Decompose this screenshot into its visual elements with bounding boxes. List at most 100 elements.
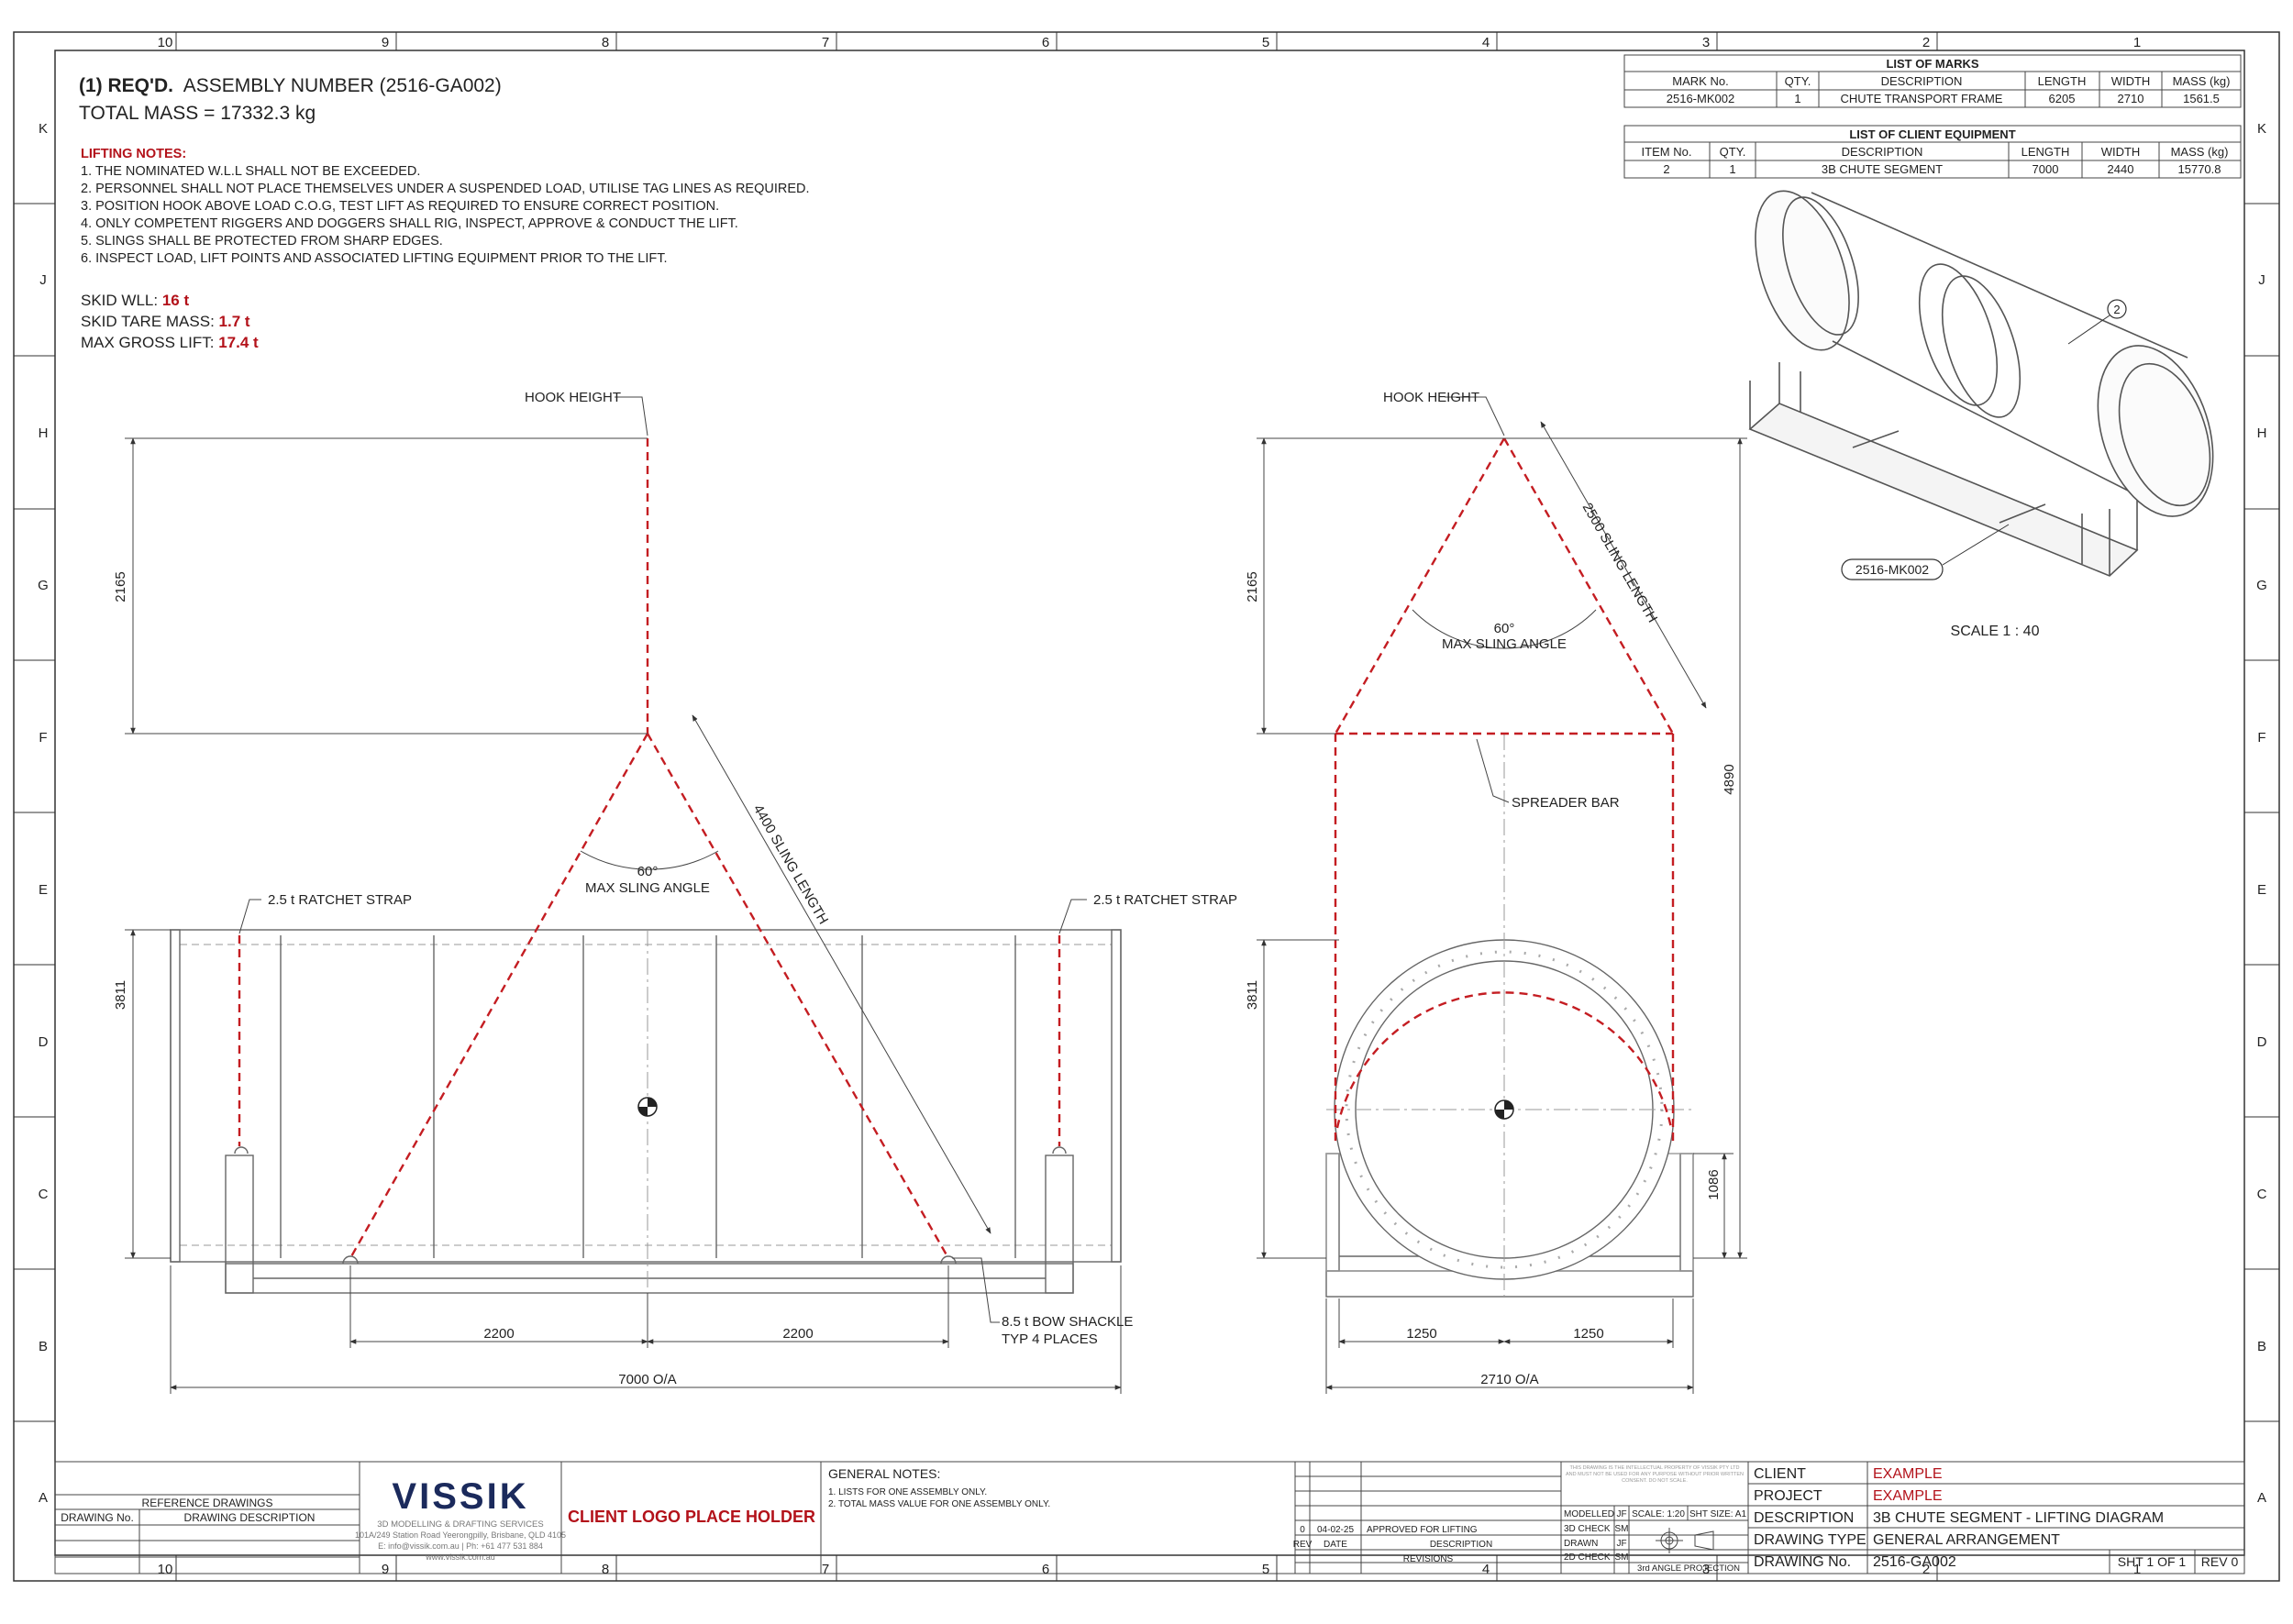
general-note: 1. LISTS FOR ONE ASSEMBLY ONLY. xyxy=(828,1487,987,1497)
marks-table-title: LIST OF MARKS xyxy=(1886,57,1978,71)
end-sling-angle: 60° xyxy=(1494,621,1515,636)
row-label-left: B xyxy=(39,1339,48,1354)
company-tagline: 3D MODELLING & DRAFTING SERVICES xyxy=(377,1519,543,1530)
equipment-table-title: LIST OF CLIENT EQUIPMENT xyxy=(1849,127,2015,141)
total-mass: TOTAL MASS = 17332.3 kg xyxy=(79,103,316,124)
marks-cell: CHUTE TRANSPORT FRAME xyxy=(1841,92,2003,105)
col-label-bottom: 1 xyxy=(2133,1562,2141,1577)
company-contact: E: info@vissik.com.au | Ph: +61 477 531 … xyxy=(378,1541,543,1551)
side-frame-post-left xyxy=(225,1154,254,1294)
row-label-left: A xyxy=(39,1490,48,1506)
company-logo: VISSIK 3D MODELLING & DRAFTING SERVICES … xyxy=(355,1476,566,1562)
col-label-bottom: 9 xyxy=(382,1562,389,1577)
lifting-note: 1. THE NOMINATED W.L.L SHALL NOT BE EXCE… xyxy=(81,164,420,179)
assembly-number: ASSEMBLY NUMBER (2516-GA002) xyxy=(183,75,502,96)
title-block: REFERENCE DRAWINGS DRAWING No. DRAWING D… xyxy=(54,1461,2245,1574)
property-note-box: THIS DRAWING IS THE INTELLECTUAL PROPERT… xyxy=(1566,1465,1744,1484)
row-label-right: F xyxy=(2257,730,2265,746)
col-label-top: 5 xyxy=(1262,35,1269,50)
col-label-bottom: 3 xyxy=(1702,1562,1710,1577)
client-label: CLIENT xyxy=(1754,1466,1806,1482)
drawing-number-value: 2516-GA002 xyxy=(1873,1554,1956,1570)
row-label-left: C xyxy=(39,1187,49,1202)
equipment-cell: 3B CHUTE SEGMENT xyxy=(1822,162,1943,176)
marks-table: LIST OF MARKS MARK No. QTY. DESCRIPTION … xyxy=(1623,54,2242,108)
equipment-cell: 2440 xyxy=(2108,162,2134,176)
side-cog-marker xyxy=(637,1097,658,1117)
third-angle-projection-icon xyxy=(1656,1528,1714,1553)
svg-text:MAX GROSS LIFT: 17.4 t: MAX GROSS LIFT: 17.4 t xyxy=(81,334,259,351)
iso-mark-tag: 2516-MK002 xyxy=(1841,524,2010,580)
skid-gross-value: 17.4 t xyxy=(218,334,259,351)
sheet-size-label: SHT SIZE: A1 xyxy=(1689,1509,1746,1519)
balloon-label: 2 xyxy=(2113,303,2120,316)
project-label: PROJECT xyxy=(1754,1488,1822,1504)
scale-label: SCALE: 1:20 xyxy=(1632,1509,1685,1519)
client-logo-placeholder: CLIENT LOGO PLACE HOLDER xyxy=(568,1508,815,1526)
lifting-note: 5. SLINGS SHALL BE PROTECTED FROM SHARP … xyxy=(81,234,443,249)
end-sling-angle-label: MAX SLING ANGLE xyxy=(1442,636,1567,652)
rev-cell: APPROVED FOR LIFTING xyxy=(1367,1525,1478,1535)
end-dim-3811: 3811 xyxy=(1245,980,1260,1010)
svg-text:SKID TARE MASS: 1.7 t: SKID TARE MASS: 1.7 t xyxy=(81,313,250,330)
side-sling-length: 4400 SLING LENGTH xyxy=(750,802,832,927)
col-label-bottom: 10 xyxy=(158,1562,173,1577)
side-shackle-label: 8.5 t BOW SHACKLE xyxy=(1002,1314,1133,1330)
skid-wll-value: 16 t xyxy=(162,292,190,309)
general-notes-title: GENERAL NOTES: xyxy=(828,1466,940,1481)
col-label-bottom: 5 xyxy=(1262,1562,1269,1577)
company-address: 101A/249 Station Road Yeerongpilly, Bris… xyxy=(355,1530,566,1540)
check2d-by: SM xyxy=(1615,1552,1629,1563)
col-label-bottom: 8 xyxy=(602,1562,609,1577)
equipment-header: QTY. xyxy=(1720,145,1746,159)
marks-cell: 2710 xyxy=(2118,92,2144,105)
col-label-bottom: 4 xyxy=(1482,1562,1490,1577)
row-label-left: D xyxy=(39,1034,49,1050)
skid-tare-value: 1.7 t xyxy=(219,313,250,330)
equipment-header: DESCRIPTION xyxy=(1842,145,1923,159)
end-elevation-view: HOOK HEIGHT 2165 3811 4890 1086 2500 SLI… xyxy=(1245,390,1747,1394)
assembly-header: (1) REQ'D. ASSEMBLY NUMBER (2516-GA002) … xyxy=(79,75,502,124)
rev-header: DESCRIPTION xyxy=(1430,1540,1492,1550)
check2d-label: 2D CHECK xyxy=(1564,1552,1611,1563)
lifting-notes: LIFTING NOTES: 1. THE NOMINATED W.L.L SH… xyxy=(81,147,810,266)
drawing-type-label: DRAWING TYPE xyxy=(1754,1532,1867,1548)
svg-text:(1) REQ'D. ASSEMBLY NUMB: (1) REQ'D. ASSEMBLY NUMBER (2516-GA002) xyxy=(79,75,502,96)
general-note: 2. TOTAL MASS VALUE FOR ONE ASSEMBLY ONL… xyxy=(828,1499,1050,1509)
reference-drawings-title: REFERENCE DRAWINGS xyxy=(142,1497,273,1509)
row-label-right: G xyxy=(2256,578,2267,593)
side-dim-2200: 2200 xyxy=(782,1326,813,1342)
side-sling-angle-label: MAX SLING ANGLE xyxy=(585,880,710,896)
col-label-top: 4 xyxy=(1482,35,1490,50)
row-label-right: C xyxy=(2257,1187,2267,1202)
side-hook-height: HOOK HEIGHT xyxy=(525,390,621,405)
col-label-bottom: 2 xyxy=(1922,1562,1930,1577)
col-label-top: 2 xyxy=(1922,35,1930,50)
end-hook-height: HOOK HEIGHT xyxy=(1383,390,1479,405)
col-label-top: 8 xyxy=(602,35,609,50)
marks-header: MARK No. xyxy=(1672,74,1728,88)
row-label-right: E xyxy=(2257,882,2266,898)
equipment-header: WIDTH xyxy=(2101,145,2141,159)
isometric-view: 2 2516-MK002 SCALE 1 : 40 xyxy=(1748,190,2214,639)
drawing-number-label: DRAWING No. xyxy=(1754,1554,1851,1570)
lifting-note: 2. PERSONNEL SHALL NOT PLACE THEMSELVES … xyxy=(81,182,810,196)
end-dim-1250: 1250 xyxy=(1573,1326,1603,1342)
equipment-table: LIST OF CLIENT EQUIPMENT ITEM No. QTY. D… xyxy=(1623,125,2242,179)
side-dim-3811: 3811 xyxy=(113,980,128,1010)
marks-cell: 2516-MK002 xyxy=(1667,92,1734,105)
side-sling-angle: 60° xyxy=(637,864,659,879)
sheet-border xyxy=(13,31,2280,1582)
row-label-right: D xyxy=(2257,1034,2267,1050)
row-label-left: H xyxy=(39,425,49,441)
modelled-label: MODELLED xyxy=(1564,1509,1614,1519)
iso-balloon-2: 2 xyxy=(2067,299,2127,345)
marks-header: QTY. xyxy=(1785,74,1811,88)
row-label-right: B xyxy=(2257,1339,2266,1354)
rev-cell: 0 xyxy=(1300,1525,1305,1535)
drawn-label: DRAWN xyxy=(1564,1539,1598,1549)
col-label-bottom: 6 xyxy=(1042,1562,1049,1577)
lifting-note: 4. ONLY COMPETENT RIGGERS AND DOGGERS SH… xyxy=(81,216,738,231)
